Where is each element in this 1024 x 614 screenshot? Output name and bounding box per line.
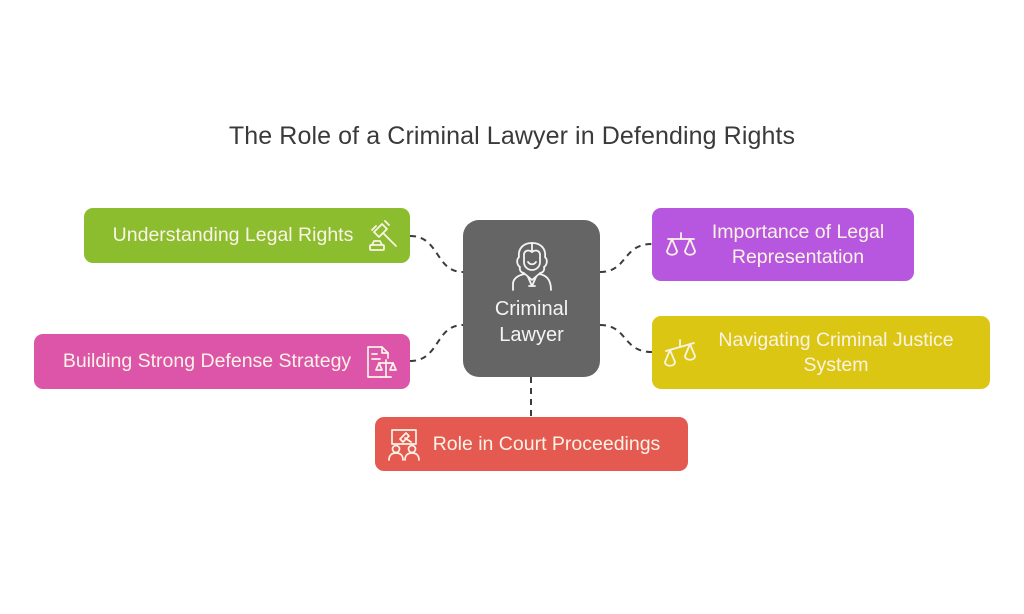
node-label: Navigating Criminal Justice System — [698, 328, 974, 378]
node-label: Role in Court Proceedings — [432, 432, 661, 455]
judge-icon — [511, 242, 552, 291]
node-label-line2: Representation — [731, 245, 865, 268]
connector-defense — [409, 324, 464, 362]
node-label-line1: Importance of Legal — [711, 220, 885, 243]
central-node-label-line2: Lawyer — [499, 324, 564, 346]
scales-icon — [666, 231, 696, 256]
diagram-title: The Role of a Criminal Lawyer in Defendi… — [228, 122, 796, 150]
tilted-scales-icon — [664, 338, 696, 367]
central-node-criminal-lawyer: Criminal Lawyer — [463, 220, 600, 377]
gavel-icon — [369, 219, 397, 251]
node-label-line1: Navigating Criminal Justice — [718, 328, 954, 351]
connector-navigating — [599, 324, 653, 353]
node-label-line2: System — [803, 353, 869, 376]
central-node-label-line1: Criminal — [494, 298, 569, 320]
courtroom-people-icon — [388, 429, 420, 461]
node-label: Understanding Legal Rights — [112, 224, 354, 246]
node-building-defense-strategy: Building Strong Defense Strategy — [34, 334, 410, 389]
node-understanding-legal-rights: Understanding Legal Rights — [84, 208, 410, 263]
node-navigating-criminal-justice: Navigating Criminal Justice System — [652, 316, 990, 389]
node-label: Building Strong Defense Strategy — [62, 350, 352, 372]
connector-representation — [599, 243, 653, 273]
node-importance-legal-representation: Importance of Legal Representation — [652, 208, 914, 281]
connector-understanding — [409, 235, 464, 273]
node-role-court-proceedings: Role in Court Proceedings — [375, 417, 688, 471]
node-label: Importance of Legal Representation — [698, 220, 898, 270]
legal-document-scales-icon — [367, 345, 397, 378]
